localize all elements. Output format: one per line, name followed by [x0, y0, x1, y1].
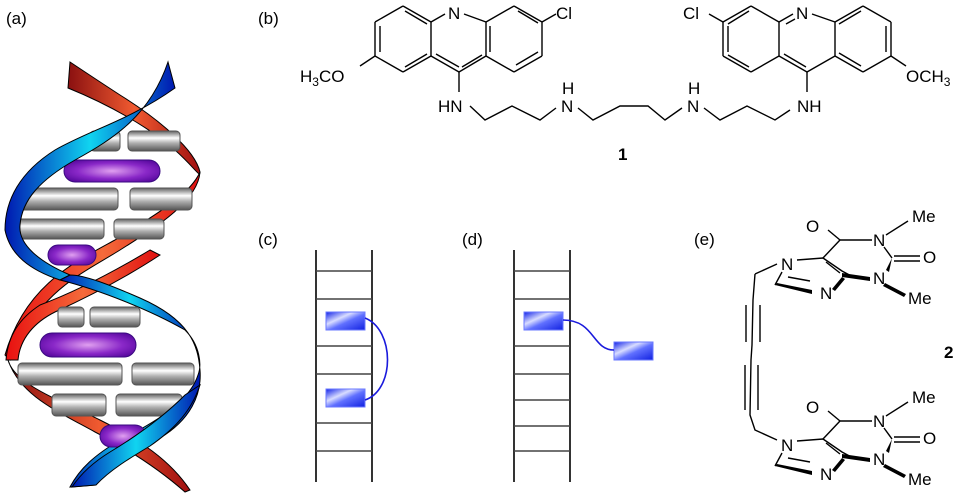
atom-me: Me — [908, 289, 932, 308]
xanthine-top: N O N Me O N Me N — [754, 207, 936, 308]
atom-nh: NH — [797, 97, 822, 116]
intercalator-block — [325, 311, 366, 331]
atom-h3co: H3CO — [300, 67, 344, 89]
panel-a: (a) — [4, 9, 201, 493]
atom-n: N — [781, 255, 793, 274]
atom-o: O — [923, 248, 936, 267]
atom-o: O — [923, 429, 936, 448]
atom-n: N — [448, 4, 460, 23]
tether-linker — [562, 319, 615, 351]
intercalator — [39, 332, 137, 358]
atom-n: N — [873, 450, 885, 469]
xanthine-bottom: N O N Me O N Me N — [774, 388, 936, 489]
polyamine-linker — [469, 105, 791, 121]
atom-n: N — [820, 284, 832, 303]
intercalator — [47, 244, 97, 266]
dna-ladder-c — [315, 250, 389, 482]
panel-a-label: (a) — [6, 9, 27, 28]
base-pair — [113, 218, 165, 240]
base-pair — [129, 187, 193, 211]
atom-n: N — [873, 231, 885, 250]
intercalator-block — [325, 388, 366, 408]
free-binder-block — [613, 341, 654, 361]
atom-n: N — [873, 412, 885, 431]
atom-h: H — [562, 79, 574, 98]
base-pair — [89, 306, 141, 328]
atom-cl: Cl — [556, 4, 572, 23]
atom-h: H — [688, 79, 700, 98]
panel-b: (b) N Cl H3CO HN N H N H — [258, 4, 951, 164]
intercalator-block — [523, 311, 564, 331]
atom-me: Me — [908, 470, 932, 489]
atom-hn: HN — [438, 97, 463, 116]
atom-n: N — [873, 269, 885, 288]
base-pair — [57, 306, 85, 328]
base-pair — [9, 218, 105, 240]
compound-number-2: 2 — [944, 343, 953, 362]
atom-n: N — [687, 97, 699, 116]
blue-strand-front-bottom — [71, 383, 201, 488]
atom-n: N — [561, 97, 573, 116]
base-pair — [17, 362, 123, 386]
panel-d: (d) — [462, 230, 654, 482]
panel-e: (e) N O N Me O N Me — [694, 207, 953, 489]
panel-c: (c) — [258, 230, 389, 482]
base-pair — [51, 393, 107, 417]
dna-helix-illustration — [4, 60, 201, 493]
compound-number-1: 1 — [618, 145, 627, 164]
atom-o: O — [806, 398, 819, 417]
panel-d-label: (d) — [462, 230, 483, 249]
intercalator — [63, 159, 161, 183]
tether-linker — [364, 317, 389, 401]
panel-c-label: (c) — [258, 230, 278, 249]
dna-ladder-d — [513, 250, 654, 482]
atom-cl: Cl — [683, 4, 699, 23]
base-pair — [131, 362, 195, 386]
atom-och3: OCH3 — [906, 67, 951, 89]
panel-b-label: (b) — [258, 9, 279, 28]
base-pair — [127, 130, 181, 152]
acridine-right: N Cl OCH3 NH — [683, 4, 951, 116]
panel-e-label: (e) — [694, 230, 715, 249]
atom-n: N — [820, 465, 832, 484]
atom-n: N — [781, 436, 793, 455]
atom-o: O — [806, 217, 819, 236]
acridine-left: N Cl H3CO HN — [300, 4, 572, 116]
compound-2-structure: N O N Me O N Me N — [744, 207, 953, 489]
diyne-linker — [744, 273, 778, 441]
atom-n: N — [796, 4, 808, 23]
atom-me: Me — [912, 388, 936, 407]
compound-1-structure: N Cl H3CO HN N H N H N Cl — [300, 4, 951, 164]
atom-me: Me — [912, 207, 936, 226]
